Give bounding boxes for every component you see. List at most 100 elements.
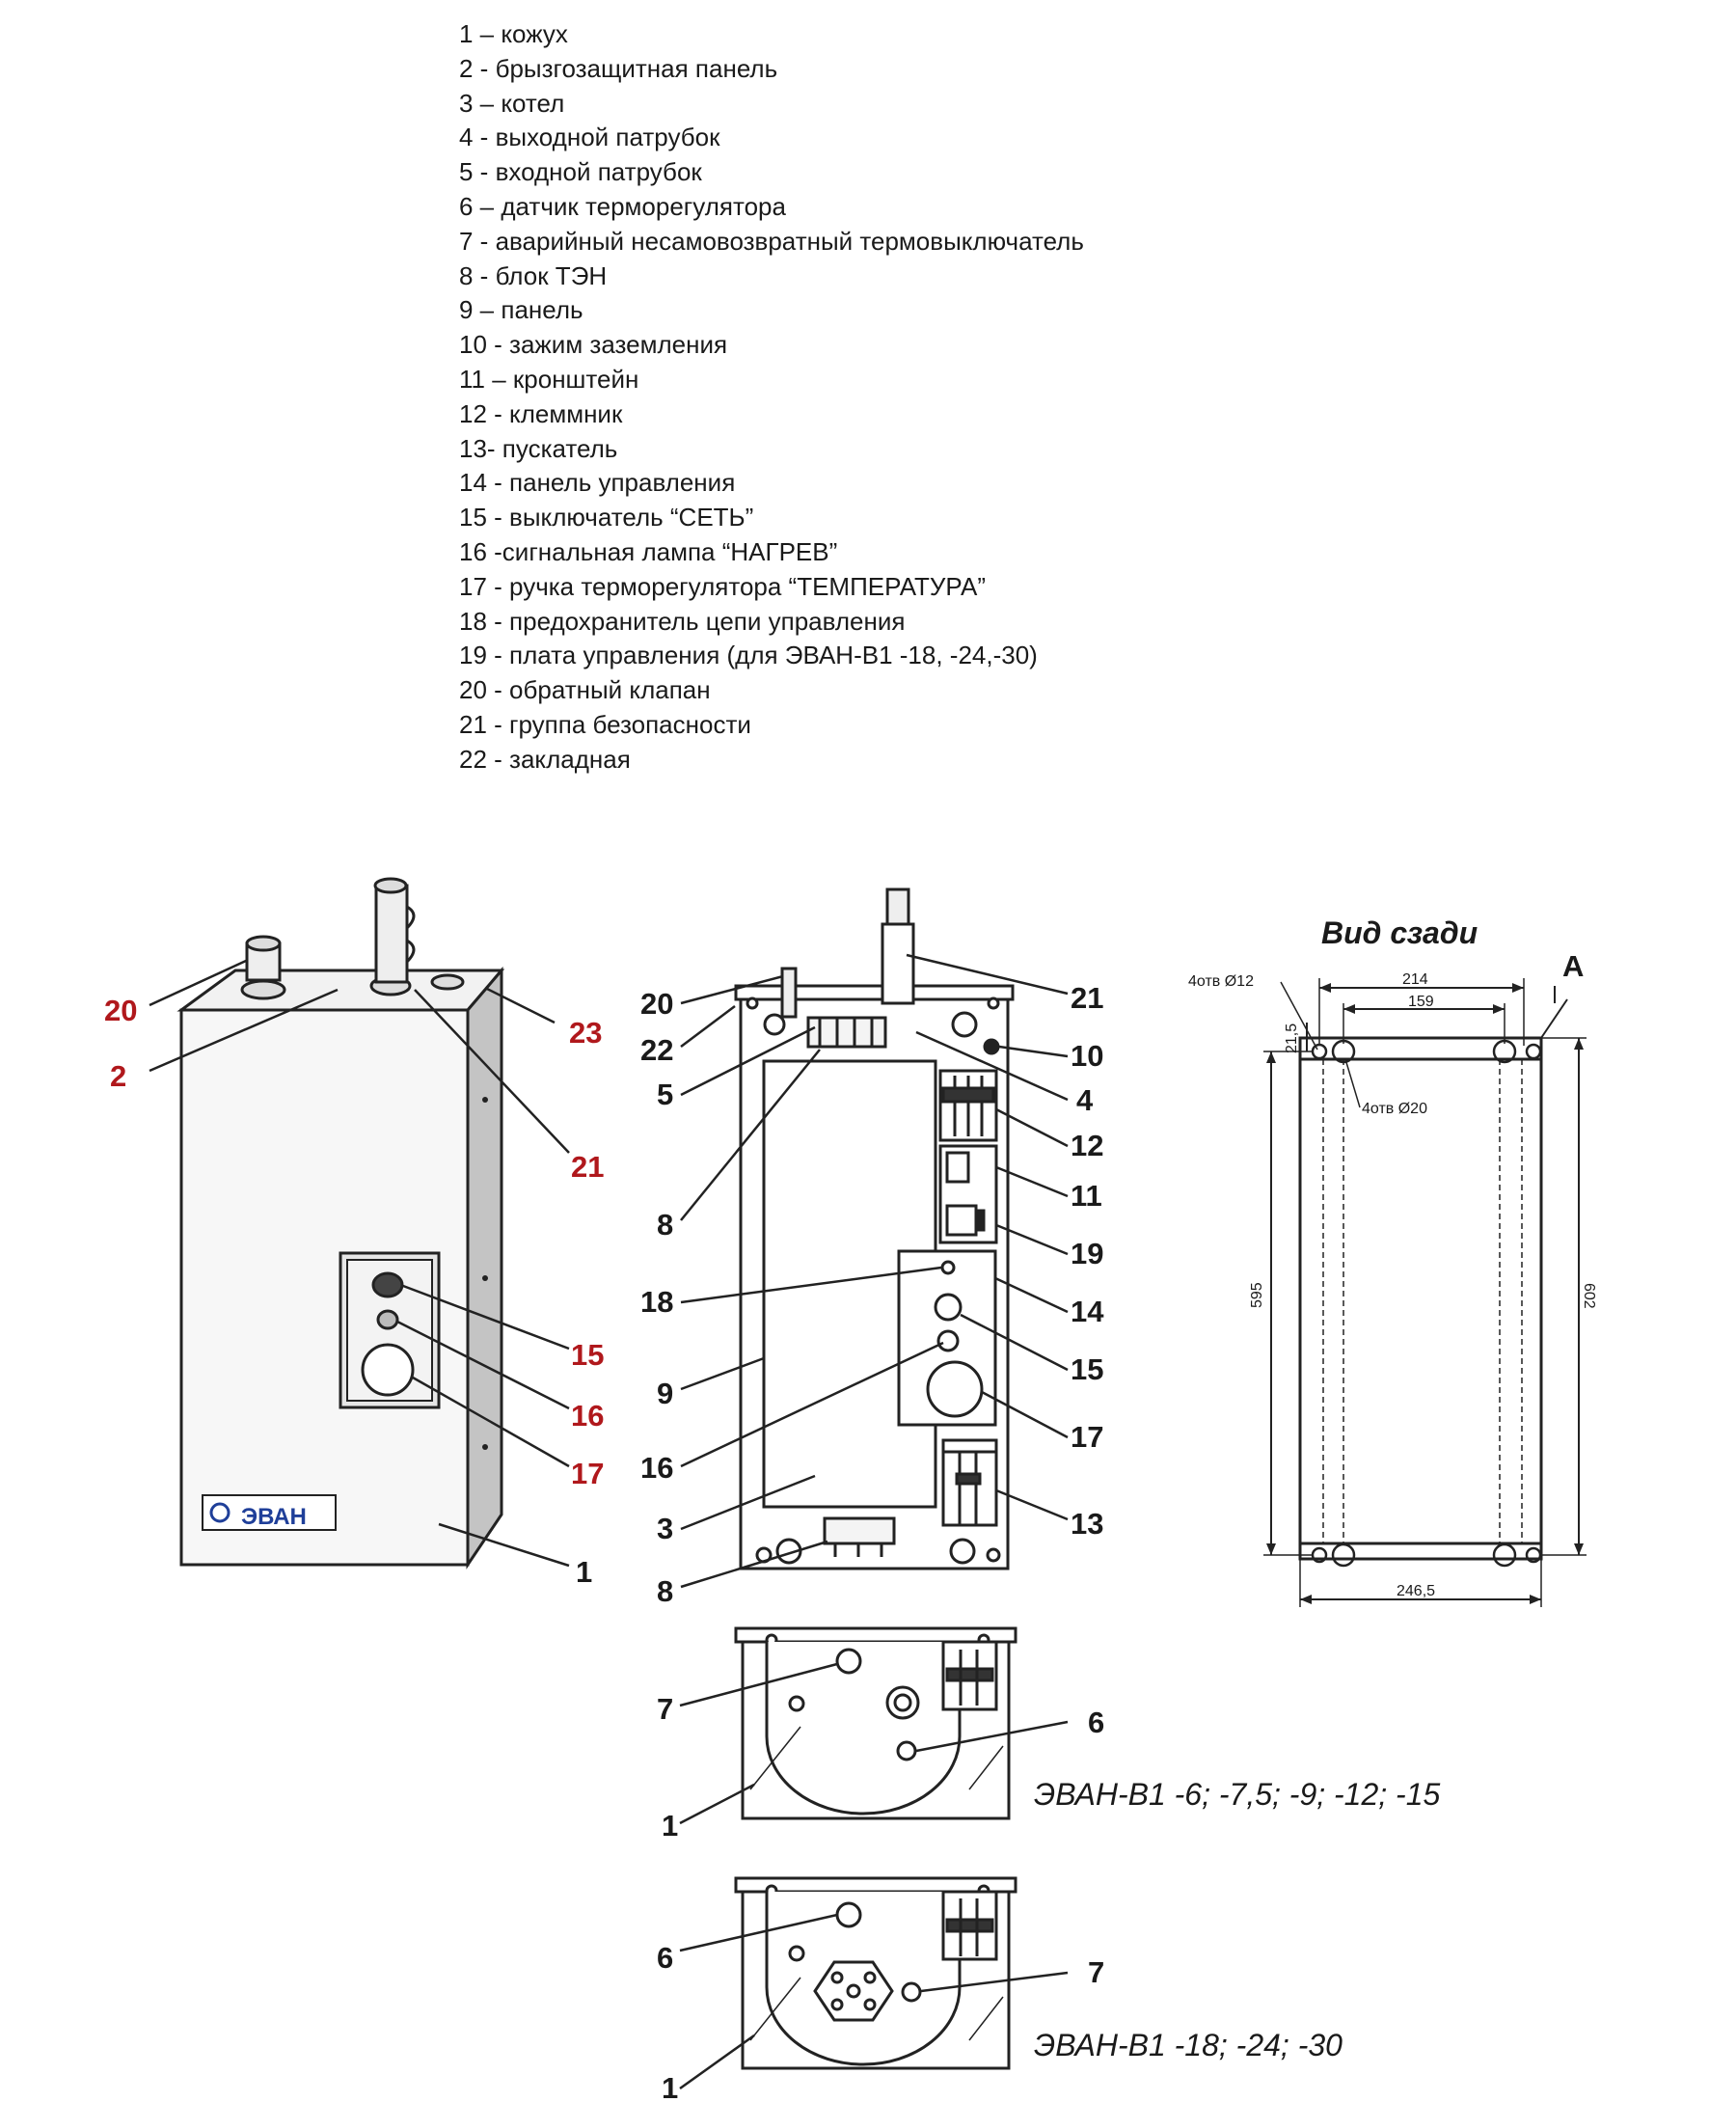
dimension-159: 159 [1408,994,1434,1010]
bottom-view-2 [734,1876,1017,2070]
callout-label: 17 [571,1457,604,1490]
thermostat-sensor-1 [896,1740,917,1761]
rear-outline [1298,1036,1543,1561]
callout-label: 18 [640,1285,673,1319]
callout-label: 5 [657,1078,673,1111]
legend-item: 7 - аварийный несамовозвратный термовыкл… [459,226,1084,256]
marker-a: А [1562,949,1584,983]
check-valve-top [780,967,798,1019]
thermal-cutout-1 [835,1648,862,1675]
parts-legend: 1 – кожух 2 - брызгозащитная панель 3 – … [459,17,1327,778]
legend-item: 8 - блок ТЭН [459,260,608,290]
legend-item: 1 – кожух [459,19,568,48]
callout-label: 11 [1071,1179,1102,1213]
legend-item: 6 – датчик терморегулятора [459,191,786,221]
legend-item: 5 - входной патрубок [459,157,702,187]
thermal-cutout-2 [901,1981,922,2003]
callout-label: 7 [1088,1955,1104,1989]
rear-arrowheads [1266,983,1584,1604]
front-leaders [149,959,570,1568]
callout-label: 13 [1071,1507,1103,1541]
brand-plate [202,1494,337,1531]
temperature-knob [361,1343,415,1397]
legend-item: 22 - закладная [459,744,631,774]
inside-view [734,887,1015,1570]
dimension-595: 595 [1249,1282,1265,1308]
mains-switch [371,1271,404,1298]
bottom-1-leaders [679,1662,1069,1825]
callout-label: 9 [657,1377,673,1410]
callout-label: 12 [1071,1129,1103,1162]
callout-label: 20 [640,987,673,1021]
callout-label: 16 [571,1399,604,1433]
bottom-1-labels: 7 6 1 ЭВАН-В1 -6; -7,5; -9; -12; -15 [657,1692,1441,1843]
legend-item: 21 - группа безопасности [459,709,751,739]
callout-label: 10 [1071,1039,1103,1073]
model-caption-1: ЭВАН-В1 -6; -7,5; -9; -12; -15 [1034,1777,1441,1812]
heating-lamp [376,1309,399,1330]
thermostat-sensor-2 [835,1901,862,1928]
check-valve [240,935,286,1000]
brand-logo-icon [209,1502,231,1523]
callout-label: 6 [1088,1706,1104,1739]
callout-label: 19 [1071,1237,1103,1270]
legend-item: 2 - брызгозащитная панель [459,53,778,83]
callout-label: 16 [640,1451,673,1485]
dimension-214: 214 [1402,971,1428,988]
hole-diameter-20: 4отв Ø20 [1362,1101,1427,1117]
front-view [176,877,505,1570]
callout-label: 7 [657,1692,673,1726]
callout-label: 4 [1076,1083,1094,1117]
callout-label: 8 [657,1208,673,1242]
callout-label: 15 [571,1338,604,1372]
dimension-246-5: 246,5 [1397,1583,1435,1599]
callout-label: 22 [640,1033,673,1067]
legend-item: 4 - выходной патрубок [459,123,720,152]
callout-label: 6 [657,1941,673,1975]
bottom-2-leaders [679,1913,1069,2090]
legend-item: 10 - зажим заземления [459,330,728,360]
callout-label: 8 [657,1574,673,1608]
callout-label: 2 [110,1059,126,1093]
inside-leaders [680,953,1069,1589]
safety-group-top [885,887,910,926]
legend-item: 18 - предохранитель цепи управления [459,606,906,636]
hole-diameter-12: 4отв Ø12 [1188,973,1254,990]
dimension-602: 602 [1581,1283,1597,1309]
legend-item: 13- пускатель [459,433,618,463]
safety-group [369,877,465,996]
heater-block-bottom [823,1516,896,1545]
bottom-2-labels: 6 7 1 ЭВАН-В1 -18; -24; -30 [657,1941,1343,2102]
callout-label: 14 [1071,1295,1104,1328]
callout-label: 21 [571,1150,604,1184]
callout-label: 1 [662,2071,678,2102]
legend-item: 11 – кронштейн [459,364,639,394]
rear-dimensions: 4отв Ø12 4отв Ø20 214 159 21,5 595 602 2… [1188,949,1597,1599]
callout-label: 21 [1071,981,1103,1015]
legend-item: 16 -сигнальная лампа “НАГРЕВ” [459,536,838,566]
legend-item: 19 - плата управления (для ЭВАН-В1 -18, … [459,641,1038,670]
dimension-21-5: 21,5 [1284,1024,1300,1053]
front-callouts: 20 2 23 21 15 16 17 1 [104,994,604,1589]
callout-label: 3 [657,1512,673,1545]
boiler-side-face [466,966,503,1570]
model-caption-2: ЭВАН-В1 -18; -24; -30 [1034,2028,1343,2062]
callout-label: 20 [104,994,137,1027]
callout-label: 17 [1071,1420,1103,1454]
legend-item: 9 – панель [459,295,583,325]
legend-item: 12 - клеммник [459,398,623,428]
bottom-view-1 [734,1626,1017,1820]
legend-item: 3 – котел [459,88,565,118]
ground-terminal [983,1038,1000,1055]
legend-item: 15 - выключатель “СЕТЬ” [459,503,754,532]
legend-item: 14 - панель управления [459,468,736,498]
rear-view [1263,978,1587,1607]
callout-label: 1 [662,1809,678,1843]
rear-view-title: Вид сзади [1321,915,1478,950]
callout-label: 1 [576,1555,592,1589]
legend-item: 17 - ручка терморегулятора “ТЕМПЕРАТУРА” [459,571,987,601]
inside-callouts: 20 22 5 21 10 4 12 11 8 19 18 14 9 15 16… [640,981,1104,1608]
callout-label: 23 [569,1016,602,1050]
fuse [940,1260,956,1275]
